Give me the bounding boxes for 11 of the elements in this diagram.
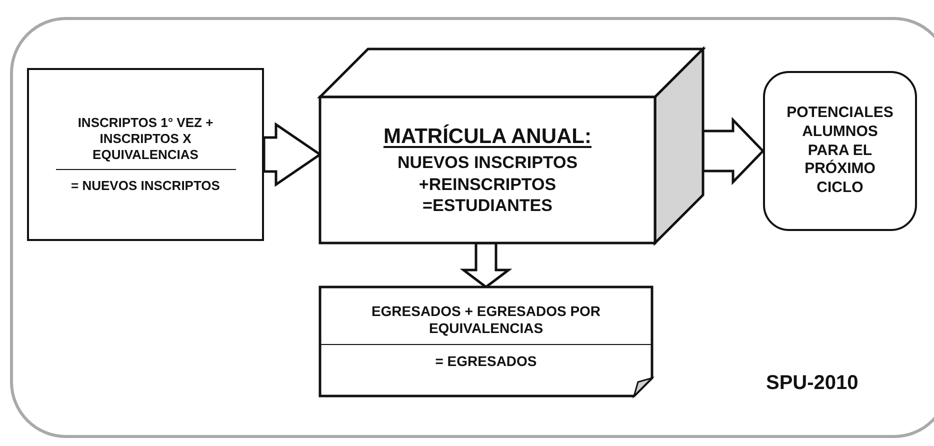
node-text: = EGRESADOS (435, 352, 537, 370)
document-box (320, 287, 652, 396)
node-text: EGRESADOS + EGRESADOS POR EQUIVALENCIAS (320, 302, 652, 345)
block-arrow (702, 116, 765, 186)
node-text: POTENCIALES ALUMNOS PARA EL PRÓXIMO CICLO (786, 104, 894, 198)
node-text: INSCRIPTOS 1° VEZ + INSCRIPTOS X EQUIVALENCIAS (56, 114, 236, 170)
source-label: SPU-2010 (766, 372, 858, 395)
block-arrow (460, 242, 512, 289)
process-box (27, 68, 264, 241)
node-text: = NUEVOS INSCRIPTOS (71, 178, 220, 194)
rounded-box (763, 71, 917, 231)
